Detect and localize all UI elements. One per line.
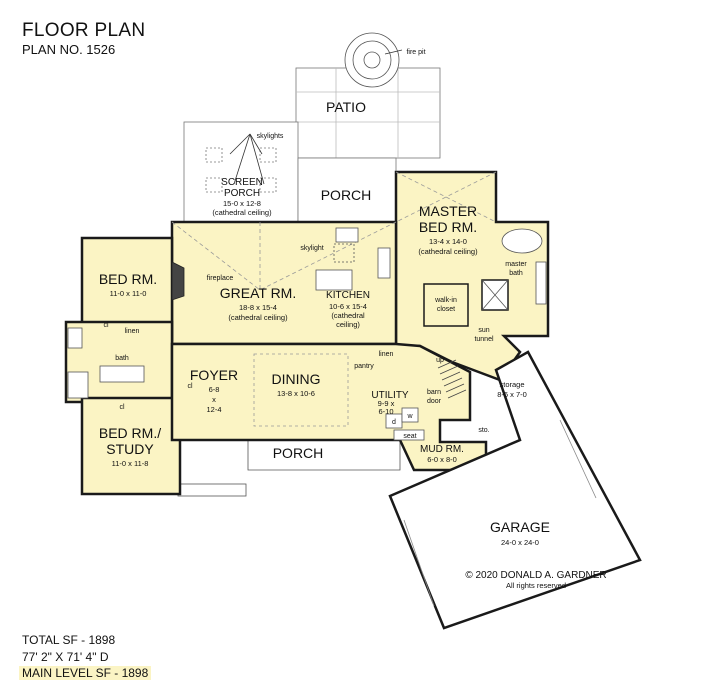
- linen-label-2: linen: [379, 351, 394, 358]
- foyer-d1: 6-8: [209, 385, 220, 394]
- overall-dimensions: 77' 2" X 71' 4" D: [22, 650, 109, 664]
- interior-details: [67, 171, 547, 441]
- room-labels: PATIO fire pit skylights SCREEN PORCH 15…: [99, 49, 607, 590]
- kitchen-dims: 10-6 x 15-4: [329, 302, 367, 311]
- dining-name: DINING: [272, 371, 321, 387]
- rear-porch-label: PORCH: [321, 187, 372, 203]
- utility-d1: 9-9 x: [378, 399, 395, 408]
- dining-dims: 13-8 x 10-6: [277, 389, 315, 398]
- garage-area: [388, 350, 642, 630]
- sun-tunnel-l1: sun: [478, 327, 489, 334]
- stairs-up-label: up: [436, 357, 444, 364]
- utility-name: UTILITY: [371, 390, 409, 401]
- walk-in-l1: walk-in: [434, 297, 457, 304]
- front-porch-label: PORCH: [273, 445, 324, 461]
- master-bath-l2: bath: [509, 270, 523, 277]
- washer-label: w: [406, 413, 413, 420]
- great-room-name: GREAT RM.: [220, 285, 297, 301]
- great-room-dims: 18-8 x 15-4: [239, 303, 277, 312]
- skylight-box: [205, 147, 223, 163]
- patio-label: PATIO: [326, 99, 366, 115]
- kitchen-note2: ceiling): [336, 320, 360, 329]
- cl-label-2: cl: [119, 404, 125, 411]
- sto-label: sto.: [478, 427, 489, 434]
- garage-name: GARAGE: [490, 519, 550, 535]
- bed1-name: BED RM.: [99, 271, 157, 287]
- outdoor-areas: [177, 32, 441, 497]
- rear-porch-outline: [297, 157, 397, 223]
- mud-room-dims: 6-0 x 8-0: [427, 455, 457, 464]
- storage-name: storage: [499, 380, 524, 389]
- cl-label-1: cl: [103, 322, 109, 329]
- foyer-name: FOYER: [190, 367, 238, 383]
- bedroom-2-area: [80, 396, 182, 496]
- barn-door-l1: barn: [427, 389, 441, 396]
- sun-tunnel-l2: tunnel: [474, 336, 494, 343]
- skylight-box: [259, 177, 277, 193]
- pantry-label: pantry: [354, 363, 374, 370]
- screen-porch-dims: 15-0 x 12-8: [223, 199, 261, 208]
- kitchen-name: KITCHEN: [326, 290, 370, 301]
- skylights-label: skylights: [257, 133, 284, 140]
- screen-porch-note: (cathedral ceiling): [212, 208, 272, 217]
- kitchen-note1: (cathedral: [331, 311, 365, 320]
- main-level-sf: MAIN LEVEL SF - 1898: [19, 666, 152, 680]
- fireplace-label: fireplace: [207, 275, 234, 282]
- screen-porch-outline: [183, 121, 299, 223]
- copyright-line1: © 2020 DONALD A. GARDNER: [465, 570, 606, 581]
- screen-porch-name2: PORCH: [224, 188, 260, 199]
- great-room-note: (cathedral ceiling): [228, 313, 288, 322]
- great-room-kitchen-area: [170, 220, 398, 346]
- bed2-name2: STUDY: [106, 441, 154, 457]
- bed2-dims: 11-0 x 11-8: [112, 459, 149, 468]
- skylight-box: [259, 147, 277, 163]
- bath-label: bath: [115, 355, 129, 362]
- bed2-name: BED RM./: [99, 425, 161, 441]
- foyer-d2: x: [212, 395, 216, 404]
- seat-label: seat: [403, 433, 416, 440]
- master-name: MASTER: [419, 203, 477, 219]
- skylight-label: skylight: [300, 245, 323, 252]
- screen-porch-name: SCREEN: [221, 177, 263, 188]
- master-note: (cathedral ceiling): [418, 247, 478, 256]
- storage-dims: 8-6 x 7-0: [497, 390, 527, 399]
- walk-in-l2: closet: [437, 306, 455, 313]
- dryer-label: d: [392, 419, 396, 426]
- master-name2: BED RM.: [419, 219, 477, 235]
- bed1-dims: 11-0 x 11-0: [110, 289, 147, 298]
- copyright-line2: All rights reserved: [506, 581, 566, 590]
- mud-room-name: MUD RM.: [420, 444, 464, 455]
- barn-door-l2: door: [427, 398, 442, 405]
- master-dims: 13-4 x 14-0: [429, 237, 467, 246]
- fire-pit-label: fire pit: [406, 49, 425, 56]
- cl-label-3: cl: [187, 383, 193, 390]
- linen-label-1: linen: [125, 328, 140, 335]
- utility-d2: 6-10: [378, 407, 393, 416]
- garage-dims: 24-0 x 24-0: [501, 538, 539, 547]
- master-bath-l1: master: [505, 261, 527, 268]
- foyer-d3: 12-4: [206, 405, 221, 414]
- skylight-box: [205, 177, 223, 193]
- plan-title: FLOOR PLAN: [22, 20, 146, 41]
- total-sf: TOTAL SF - 1898: [22, 633, 116, 647]
- plan-number: PLAN NO. 1526: [22, 42, 116, 57]
